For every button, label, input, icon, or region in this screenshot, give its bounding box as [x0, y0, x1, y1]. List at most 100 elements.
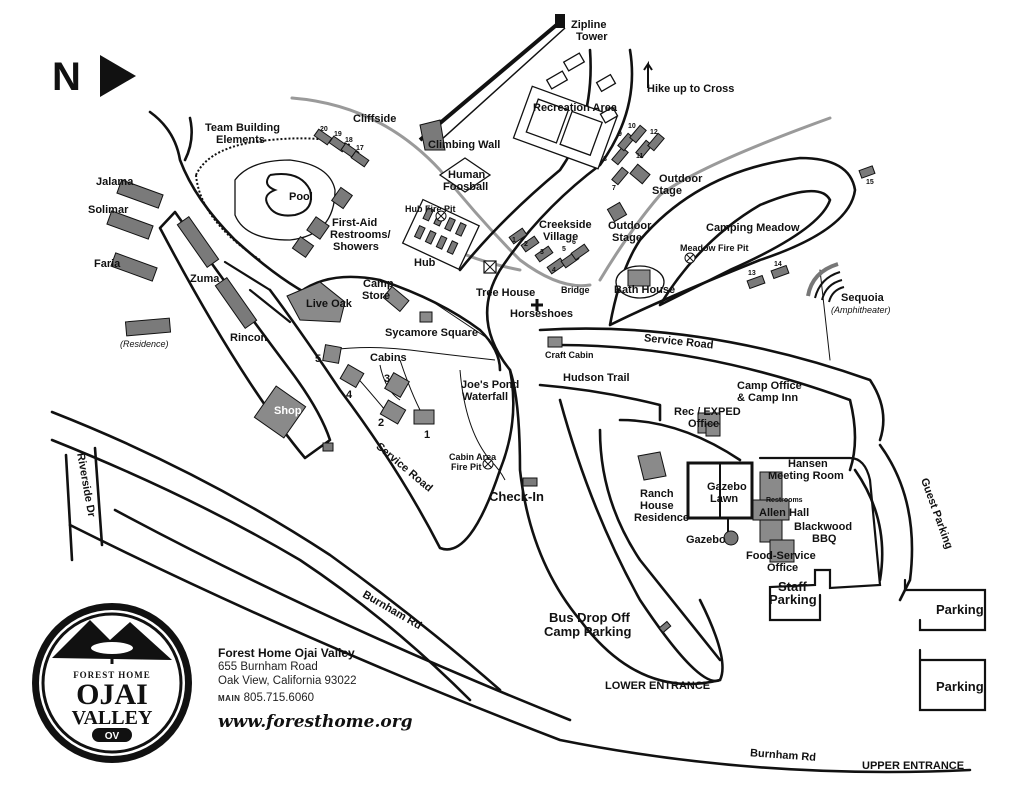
solimar-building: [106, 210, 154, 240]
gazebo-label: Gazebo: [686, 534, 726, 546]
svg-text:2: 2: [524, 241, 528, 248]
gray-trail-outdoor-stage: [598, 116, 832, 282]
north-arrow: N: [52, 55, 136, 99]
recreation-label: Recreation Area: [533, 102, 618, 114]
allen-hall-building: [752, 471, 795, 563]
ranch-house-building: [637, 451, 667, 481]
north-arrow-icon: [100, 55, 136, 97]
svg-text:11: 11: [636, 153, 644, 160]
parking-lot-2: [918, 648, 987, 712]
allen-hall-label: Allen Hall: [759, 507, 809, 519]
outdoor-stage-cabins: [606, 124, 665, 223]
upper-entrance-label: UPPER ENTRANCE: [862, 760, 964, 772]
hub-fire-pit-icon: [435, 210, 447, 222]
logo-line2: VALLEY: [72, 707, 153, 729]
cabin-13: [746, 274, 766, 290]
svg-text:1: 1: [512, 237, 516, 244]
residence-building: [124, 317, 172, 337]
tree-house-icon: [483, 260, 497, 274]
org-name: Forest Home Ojai Valley: [218, 646, 355, 660]
svg-text:3: 3: [384, 373, 390, 385]
phone: MAIN 805.715.6060: [218, 692, 478, 704]
first-aid-building: [306, 216, 330, 240]
zuma-building: [176, 215, 220, 269]
zipline-tower-icon: [555, 14, 565, 28]
faria-building: [110, 252, 158, 282]
lower-entrance-label: LOWER ENTRANCE: [605, 680, 710, 692]
roads: [50, 48, 972, 774]
svg-text:10: 10: [628, 123, 636, 130]
hudson-label: Hudson Trail: [563, 372, 630, 384]
sequoia-label: Sequoia: [841, 292, 885, 304]
small-shed: [322, 442, 334, 452]
bridge-label: Bridge: [561, 285, 590, 295]
zuma-label: Zuma: [190, 273, 220, 285]
svg-text:1: 1: [424, 429, 430, 441]
svg-text:2: 2: [378, 417, 384, 429]
meadow-fire-pit-icon: [684, 252, 696, 264]
recreation-area: [512, 52, 619, 170]
zipline-line: [418, 20, 562, 142]
svg-text:5: 5: [562, 246, 566, 253]
guest-parking-label: Guest Parking: [918, 477, 955, 551]
cabin-fire-pit-icon: [482, 458, 494, 470]
svg-text:9: 9: [618, 131, 622, 138]
meadow-fire-label: Meadow Fire Pit: [680, 243, 749, 253]
jalama-label: Jalama: [96, 176, 134, 188]
restrooms-label: Restrooms: [766, 497, 803, 504]
jalama-building: [116, 179, 164, 209]
svg-text:7: 7: [612, 185, 616, 192]
sycamore-label: Sycamore Square: [385, 327, 478, 339]
north-letter: N: [52, 55, 81, 99]
parking-1-label: Parking: [936, 602, 984, 617]
climbing-wall: [419, 119, 446, 151]
riverside-label: Riverside Dr: [74, 452, 97, 519]
svg-text:12: 12: [650, 129, 658, 136]
address-line-1: 655 Burnham Road: [218, 661, 318, 673]
ojai-valley-logo: FOREST HOME OJAI VALLEY OV: [32, 603, 192, 763]
live-oak-label: Live Oak: [306, 298, 353, 310]
shop-building: [253, 385, 307, 439]
gazebo-icon: [723, 530, 739, 546]
svg-text:4: 4: [346, 389, 353, 401]
human-foosball: [438, 157, 492, 193]
address-line-2: Oak View, California 93022: [218, 675, 357, 687]
staff-parking-outline: [758, 456, 882, 622]
burnham-bottom-label: Burnham Rd: [750, 747, 817, 764]
craft-cabin-label: Craft Cabin: [545, 350, 594, 360]
rincon-building: [214, 276, 258, 330]
phone-number: 805.715.6060: [243, 692, 315, 704]
rincon-label: Rincon: [230, 332, 268, 344]
camp-store-building: [382, 285, 410, 313]
faria-label: Faria: [94, 258, 121, 270]
svg-text:18: 18: [345, 137, 353, 144]
sycamore-building: [419, 311, 433, 323]
camp-office-label: Camp Office& Camp Inn: [737, 380, 802, 404]
bath-house-label: Bath House: [614, 284, 675, 296]
pool-label: Pool: [289, 191, 313, 203]
website-link[interactable]: www.foresthome.org: [218, 712, 413, 732]
svg-text:3: 3: [540, 249, 544, 256]
check-in-label: Check-In: [489, 489, 544, 504]
hub-fire-label: Hub Fire Pit: [405, 204, 456, 214]
svg-text:20: 20: [320, 126, 328, 133]
horseshoes-icon: [531, 299, 543, 311]
bath-house-roof: [627, 269, 651, 287]
cliffside-label: Cliffside: [353, 113, 396, 125]
cabin-buildings: [322, 344, 435, 425]
